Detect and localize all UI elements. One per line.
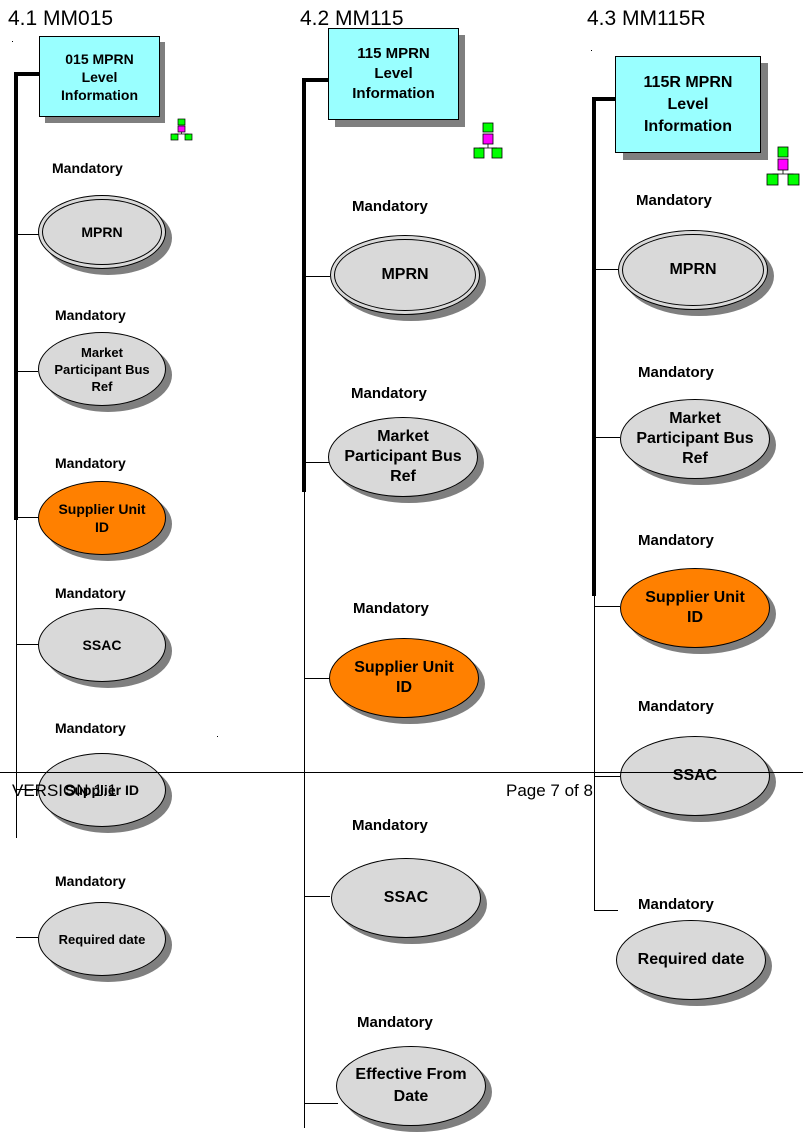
mandatory-label: Mandatory bbox=[638, 364, 714, 381]
ssac-oval: SSAC bbox=[331, 858, 481, 938]
mandatory-label: Mandatory bbox=[55, 873, 126, 889]
footer-page-number: Page 7 of 8 bbox=[506, 781, 593, 800]
hierarchy-icon bbox=[473, 122, 503, 159]
supplier-unit-id-oval: Supplier Unit ID bbox=[38, 481, 166, 555]
mandatory-label: Mandatory bbox=[55, 585, 126, 601]
mandatory-label: Mandatory bbox=[55, 307, 126, 323]
mandatory-label: Mandatory bbox=[352, 817, 428, 834]
connector-header bbox=[302, 78, 329, 82]
supplier-unit-id-text: Supplier Unit ID bbox=[645, 589, 745, 626]
tree-trunk-thick bbox=[14, 74, 18, 520]
ssac-text: SSAC bbox=[82, 637, 122, 653]
supplier-unit-id-oval: Supplier Unit ID bbox=[620, 568, 770, 648]
mprn-text: MPRN bbox=[81, 224, 123, 240]
mprn-oval: MPRN bbox=[618, 230, 768, 310]
market-participant-bus-ref-text: Market Participant Bus Ref bbox=[636, 410, 754, 467]
supplier-id-oval: Supplier ID bbox=[38, 753, 166, 827]
effective-from-date-text: Effective From Date bbox=[355, 1066, 467, 1105]
mandatory-label: Mandatory bbox=[638, 532, 714, 549]
stray-dot bbox=[591, 50, 592, 51]
stray-dot bbox=[12, 41, 13, 42]
mprn-oval: MPRN bbox=[38, 195, 166, 269]
market-participant-bus-ref-oval: Market Participant Bus Ref bbox=[328, 417, 478, 497]
column-title-mm115: 4.2 MM115 bbox=[300, 7, 404, 30]
supplier-id-text: Supplier ID bbox=[65, 782, 139, 798]
supplier-unit-id-text: Supplier Unit ID bbox=[58, 501, 146, 535]
header-box-115: 115 MPRN Level Information bbox=[328, 28, 459, 120]
mandatory-label: Mandatory bbox=[55, 455, 126, 471]
effective-from-date-oval: Effective From Date bbox=[336, 1046, 486, 1126]
market-participant-bus-ref-text: Market Participant Bus Ref bbox=[344, 428, 462, 485]
connector-header bbox=[14, 72, 41, 76]
required-date-oval: Required date bbox=[616, 920, 766, 1000]
market-participant-bus-ref-oval: Market Participant Bus Ref bbox=[620, 399, 770, 479]
mprn-text: MPRN bbox=[381, 266, 429, 283]
tree-trunk bbox=[594, 596, 595, 910]
mandatory-label: Mandatory bbox=[55, 720, 126, 736]
ssac-text: SSAC bbox=[383, 889, 429, 906]
mandatory-label: Mandatory bbox=[638, 896, 714, 913]
hierarchy-icon bbox=[766, 146, 800, 186]
market-participant-bus-ref-text: Market Participant Bus Ref bbox=[54, 344, 150, 394]
footer-version: VERSION 1.1 bbox=[12, 781, 117, 800]
column-title-mm015: 4.1 MM015 bbox=[8, 7, 114, 30]
required-date-text: Required date bbox=[637, 951, 745, 968]
required-date-oval: Required date bbox=[38, 902, 166, 976]
header-box-115r: 115R MPRN Level Information bbox=[615, 56, 761, 153]
mandatory-label: Mandatory bbox=[352, 198, 428, 215]
column-title-mm115r: 4.3 MM115R bbox=[587, 7, 706, 30]
ssac-text: SSAC bbox=[672, 767, 718, 784]
mandatory-label: Mandatory bbox=[353, 600, 429, 617]
footer-rule bbox=[0, 772, 803, 773]
market-participant-bus-ref-oval: Market Participant Bus Ref bbox=[38, 332, 166, 406]
tree-trunk bbox=[304, 492, 305, 1128]
ssac-oval: SSAC bbox=[620, 736, 770, 816]
mandatory-label: Mandatory bbox=[636, 192, 712, 209]
mprn-text: MPRN bbox=[669, 261, 717, 278]
mandatory-label: Mandatory bbox=[357, 1014, 433, 1031]
mprn-oval: MPRN bbox=[330, 235, 480, 315]
hierarchy-icon bbox=[170, 118, 193, 141]
header-box-015: 015 MPRN Level Information bbox=[39, 36, 160, 117]
supplier-unit-id-oval: Supplier Unit ID bbox=[329, 638, 479, 718]
ssac-oval: SSAC bbox=[38, 608, 166, 682]
stray-dot bbox=[217, 736, 218, 737]
mandatory-label: Mandatory bbox=[351, 385, 427, 402]
tree-trunk-thick bbox=[592, 99, 596, 596]
connector-header bbox=[592, 97, 616, 101]
tree-trunk bbox=[16, 520, 17, 838]
tree-trunk-thick bbox=[302, 80, 306, 492]
supplier-unit-id-text: Supplier Unit ID bbox=[354, 659, 454, 696]
required-date-text: Required date bbox=[58, 931, 146, 947]
mandatory-label: Mandatory bbox=[638, 698, 714, 715]
mandatory-label: Mandatory bbox=[52, 160, 123, 176]
